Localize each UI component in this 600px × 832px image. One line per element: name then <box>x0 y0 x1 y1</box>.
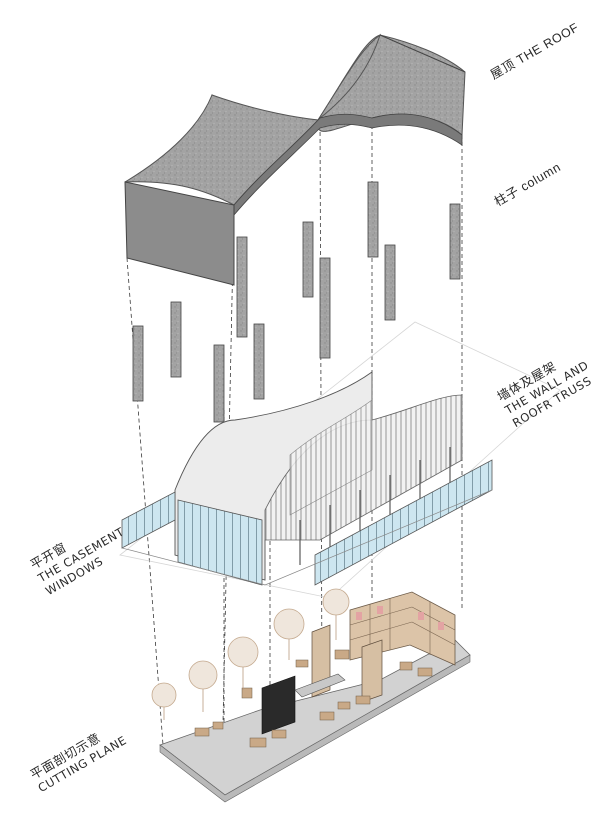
trees <box>151 588 350 720</box>
columns <box>132 181 461 423</box>
tree <box>273 608 305 660</box>
column <box>319 257 331 359</box>
column <box>253 323 265 400</box>
column <box>384 244 396 321</box>
wall-and-roof-truss <box>119 321 561 599</box>
column <box>449 203 461 280</box>
column <box>132 325 144 402</box>
column <box>367 181 379 258</box>
tree <box>322 588 350 640</box>
column <box>236 236 248 338</box>
column <box>170 301 182 378</box>
tree <box>151 682 177 720</box>
roof-slab <box>124 33 466 286</box>
tree <box>188 660 218 712</box>
tree <box>227 636 259 690</box>
column <box>213 344 225 423</box>
cutting-plane <box>159 591 471 803</box>
column <box>302 221 314 298</box>
